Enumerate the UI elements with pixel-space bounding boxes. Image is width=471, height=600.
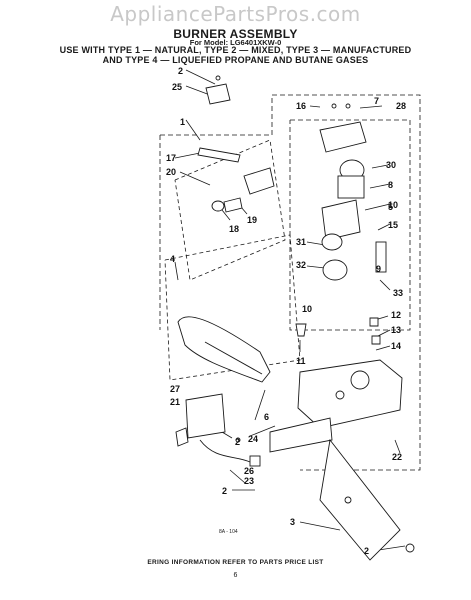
callout-label: 2 xyxy=(364,546,369,556)
solenoid-coil xyxy=(319,121,367,153)
drawing-code: 8A - 104 xyxy=(219,529,238,535)
igniter-bracket xyxy=(185,393,226,439)
callout-label: 12 xyxy=(391,310,401,320)
description-line-2: AND TYPE 4 — LIQUEFIED PROPANE AND BUTAN… xyxy=(102,55,369,65)
callout-label: 7 xyxy=(374,96,379,106)
footer-note: ERING INFORMATION REFER TO PARTS PRICE L… xyxy=(147,559,324,566)
callout-label: 2 xyxy=(222,486,227,496)
callout-label: 2 xyxy=(235,437,240,447)
callout-label: 28 xyxy=(396,101,406,111)
valve-box-outline xyxy=(289,119,411,331)
callout-label: 22 xyxy=(392,452,402,462)
callout-label: 30 xyxy=(386,160,396,170)
callout-label: 31 xyxy=(296,237,306,247)
callout-label: 19 xyxy=(247,215,257,225)
callout-label: 10 xyxy=(302,304,312,314)
mounting-plate xyxy=(269,417,333,453)
callout-label: 13 xyxy=(391,325,401,335)
coil-part xyxy=(321,233,343,251)
gas-valve xyxy=(297,359,403,429)
orifice-box-outline xyxy=(174,139,286,281)
callout-label: 4 xyxy=(170,254,175,264)
watermark: AppliancePartsPros.com xyxy=(110,2,361,26)
page-number: 6 xyxy=(233,572,238,579)
description-line-1: USE WITH TYPE 1 — NATURAL, TYPE 2 — MIXE… xyxy=(59,45,412,55)
cap-part xyxy=(295,323,307,337)
burner-tube xyxy=(177,316,271,383)
terminal-block xyxy=(375,241,387,273)
callout-label: 11 xyxy=(296,356,306,366)
wire-harness xyxy=(199,439,251,463)
orifice-tube xyxy=(197,147,241,163)
callout-label: 20 xyxy=(166,167,176,177)
screw-part xyxy=(331,103,337,109)
orifice-fitting xyxy=(211,200,225,212)
callout-label: 9 xyxy=(376,264,381,274)
callout-label: 32 xyxy=(296,260,306,270)
adapter-part xyxy=(243,167,275,195)
callout-label: 3 xyxy=(290,517,295,527)
callout-label: 27 xyxy=(170,384,180,394)
callout-label: 17 xyxy=(166,153,176,163)
callout-label: 8 xyxy=(388,180,393,190)
callout-label: 26 xyxy=(244,466,254,476)
callout-label: 33 xyxy=(393,288,403,298)
callout-label: 21 xyxy=(170,397,180,407)
page-title: BURNER ASSEMBLY xyxy=(173,27,298,41)
callout-label: 14 xyxy=(391,341,401,351)
callout-label: 15 xyxy=(388,220,398,230)
callout-label: 10 xyxy=(388,200,398,210)
callout-label: 23 xyxy=(244,476,254,486)
callout-label: 16 xyxy=(296,101,306,111)
fitting-part xyxy=(369,317,379,327)
bracket-part xyxy=(205,83,231,105)
callout-label: 2 xyxy=(178,66,183,76)
callout-label: 5 xyxy=(388,202,393,212)
callout-label: 1 xyxy=(180,117,185,127)
callout-label: 18 xyxy=(229,224,239,234)
assembly-outline xyxy=(160,94,421,471)
valve-bracket xyxy=(321,199,361,241)
callout-label: 24 xyxy=(248,434,258,444)
callout-label: 25 xyxy=(172,82,182,92)
callout-label: 6 xyxy=(264,412,269,422)
model-number: For Model: LG6401XKW-0 xyxy=(189,38,282,47)
